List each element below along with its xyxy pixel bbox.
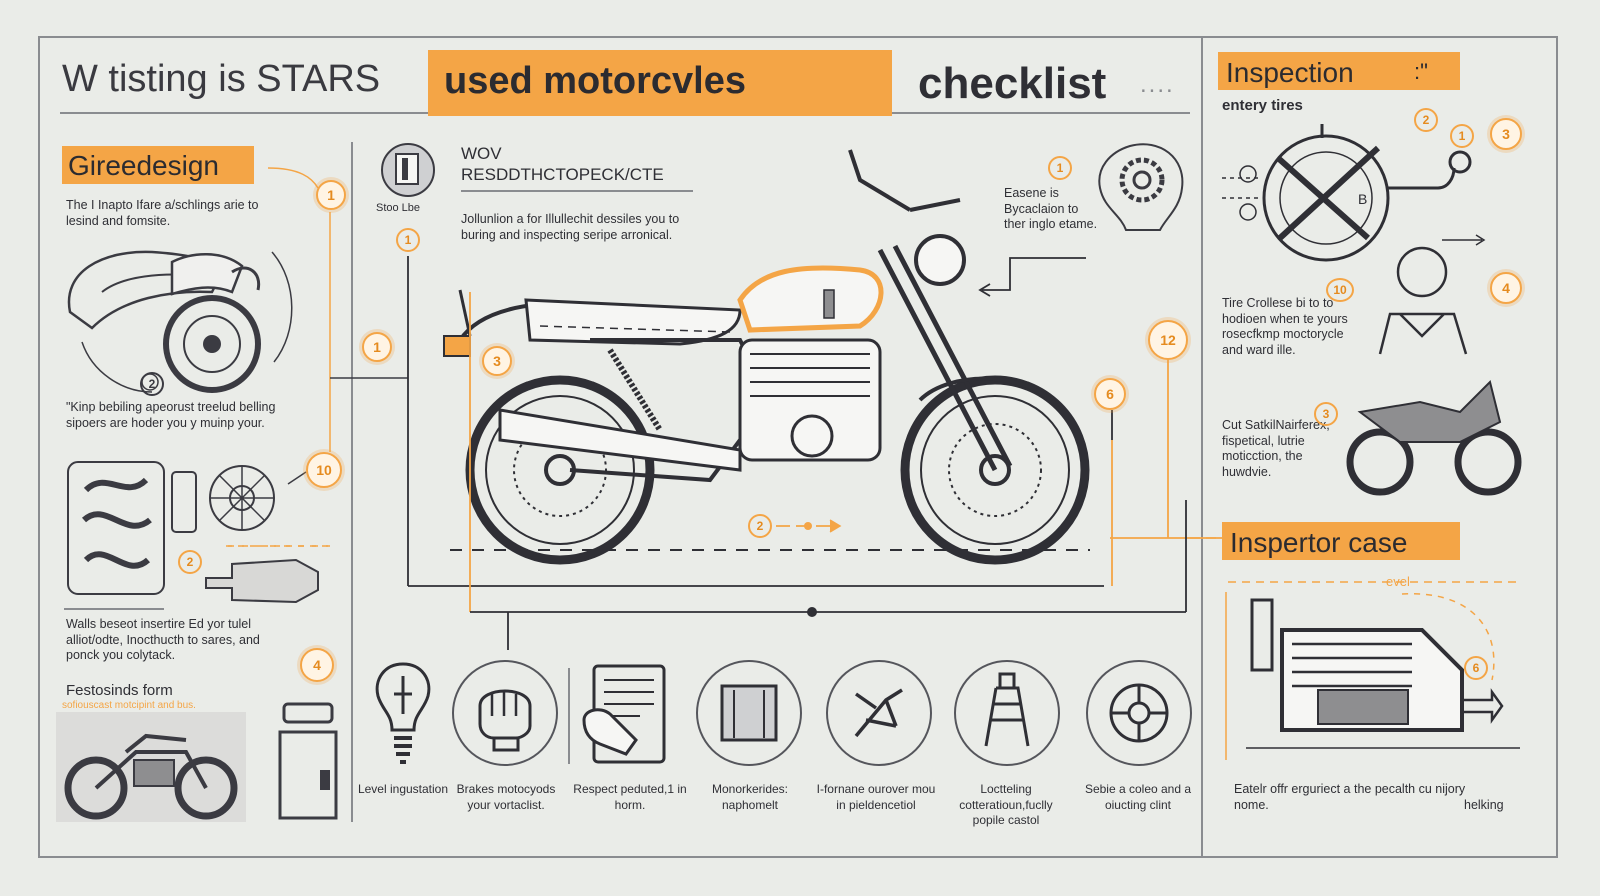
left-footer-title: Festosinds form xyxy=(66,682,173,699)
panel-icon-circle xyxy=(696,660,802,766)
tire-gauge-icon xyxy=(381,143,435,197)
badge-right-4: 10 xyxy=(1326,278,1354,302)
wheel-hand-illustration xyxy=(67,250,293,393)
center-heading-underline xyxy=(461,190,693,192)
bottom-caption-4: Monorkerides: naphomelt xyxy=(711,782,789,812)
badge-right-6: 3 xyxy=(1314,402,1338,426)
inspection-title: Inspection xyxy=(1226,57,1354,88)
right-cut-text: Cut SatkilNairferex, fispetical, lutrie … xyxy=(1222,418,1330,479)
badge-right-2: 1 xyxy=(1450,124,1474,148)
badge-right-7: 6 xyxy=(1464,656,1488,680)
inspection-subtitle: entery tires xyxy=(1222,97,1303,114)
left-section-title-box xyxy=(62,146,254,184)
center-description: Jollunlion a for Illullechit dessiles yo… xyxy=(461,212,680,242)
badge-right-1: 2 xyxy=(1414,108,1438,132)
svg-text:B: B xyxy=(1358,191,1367,207)
bottom-caption-1: Level ingustation xyxy=(357,782,449,796)
clipboard-icon xyxy=(582,664,666,764)
bottle-illustration xyxy=(278,702,338,820)
badge-left-2: 1 xyxy=(362,332,392,362)
case-title-box xyxy=(1222,522,1460,560)
header-prefix: W tisting is STARS xyxy=(62,58,381,100)
tower-icon xyxy=(984,672,1030,747)
right-footer-text: Eatelr offr erguriect a the pecalth cu n… xyxy=(1234,782,1466,812)
bottom-caption-7: Sebie a coleo and a oiucting clint xyxy=(1084,782,1192,812)
case-title: Inspertor case xyxy=(1230,527,1408,558)
lightbulb-icon xyxy=(375,662,431,764)
badge-left-4: 2 xyxy=(178,550,202,574)
badge-right-3: 3 xyxy=(1490,118,1522,150)
left-intro-text: The I Inapto Ifare a/schlings arie to le… xyxy=(66,198,259,228)
badge-right-5: 4 xyxy=(1490,272,1522,304)
left-section-title: Gireedesign xyxy=(68,150,219,181)
badge-center-1: 1 xyxy=(396,228,420,252)
engine-illustration xyxy=(1225,581,1522,760)
fist-icon xyxy=(478,689,532,752)
bottom-caption-2: Brakes motocyods your vortaclist. xyxy=(456,782,556,812)
bottom-caption-6: Loctteling cotteratioun,fuclly popile ca… xyxy=(959,782,1053,828)
header-suffix: checklist xyxy=(918,59,1107,108)
badge-left-3: 10 xyxy=(306,452,342,488)
gauge-illustration: B xyxy=(1222,124,1472,262)
inspection-title-mark: :" xyxy=(1414,59,1428,84)
divider-left xyxy=(351,142,353,822)
left-note-1: "Kinp bebiling apeorust treelud belling … xyxy=(66,400,276,430)
left-note-2: Walls beseot insertire Ed yor tulel alli… xyxy=(66,617,260,663)
header-highlight: used motorcvles xyxy=(444,60,746,102)
tower-icon-circle xyxy=(954,660,1060,766)
badge-left-1: 1 xyxy=(316,180,346,210)
tool-icon xyxy=(854,688,903,738)
left-footer-subtitle: sofiouscast motcipint and bus. xyxy=(62,700,196,711)
center-heading-line1: WOV xyxy=(461,144,502,163)
divider-right xyxy=(1201,36,1203,858)
fist-icon-circle xyxy=(452,660,558,766)
right-tire-text: Tire Crollese bi to to hodioen when te y… xyxy=(1222,296,1348,357)
divider-left-footer xyxy=(64,608,164,610)
photo-motorcycle-illustration xyxy=(56,712,246,822)
badge-center-3: 1 xyxy=(1048,156,1072,180)
badge-center-4: 6 xyxy=(1094,378,1126,410)
mechanic-icon xyxy=(1378,246,1468,355)
right-arrow-line xyxy=(1442,234,1486,246)
bottom-caption-3: Respect peduted,1 in horm. xyxy=(573,782,687,812)
center-callout: Easene is Bycaclaion to ther inglo etame… xyxy=(1004,186,1098,232)
wheel-icon-circle xyxy=(1086,660,1192,766)
header-dots: .... xyxy=(1140,71,1175,98)
badge-small-2: 2 xyxy=(140,372,164,396)
tool-icon-circle xyxy=(826,660,932,766)
badge-left-5: 4 xyxy=(300,648,334,682)
panel-icon xyxy=(720,684,778,742)
diagram-frame xyxy=(38,36,1558,858)
header-highlight-box xyxy=(428,50,892,116)
engine-head-icon xyxy=(1098,143,1184,231)
bottom-caption-5: I-fornane ourover mou in pieldencetiol xyxy=(816,782,936,812)
inspection-title-box xyxy=(1218,52,1460,90)
parts-illustration xyxy=(67,461,328,604)
divider-bottom-1 xyxy=(568,668,570,764)
badge-center-6: 2 xyxy=(748,514,772,538)
badge-center-2: 3 xyxy=(482,346,512,376)
center-icon-caption: Stoo Lbe xyxy=(376,202,421,214)
wheel-icon xyxy=(1109,683,1169,743)
badge-center-5: 12 xyxy=(1148,320,1188,360)
center-heading-line2: RESDDTHCTOPECK/CTE xyxy=(461,165,664,184)
right-footer-text-2: helking xyxy=(1464,798,1504,812)
main-motorcycle-illustration xyxy=(443,149,1090,565)
sport-motorcycle-illustration xyxy=(1346,380,1522,496)
